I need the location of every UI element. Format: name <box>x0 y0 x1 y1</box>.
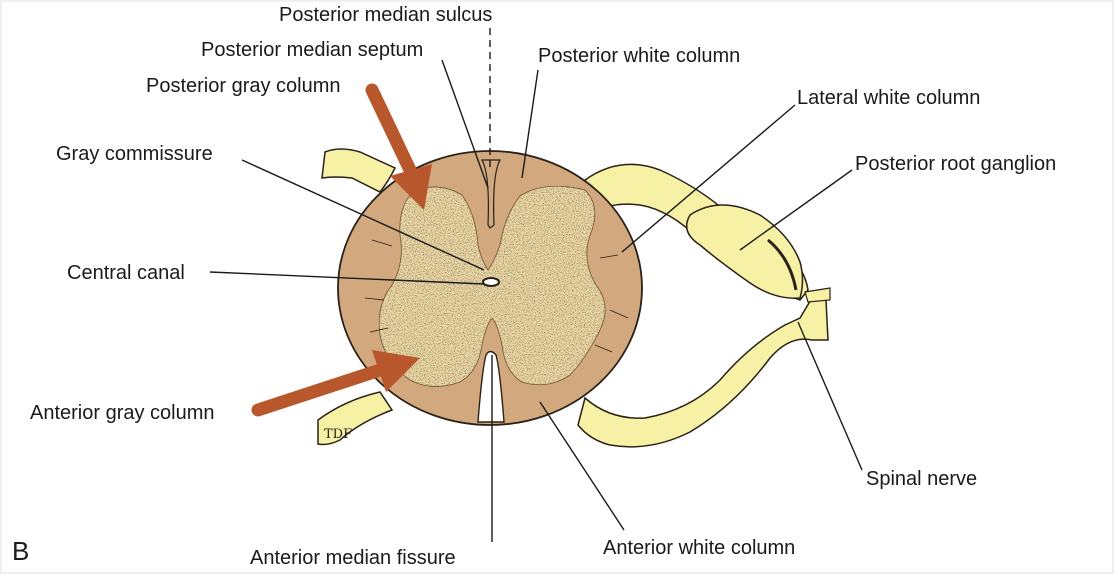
posterior-root-ganglion-shape <box>685 204 804 299</box>
leader-lines <box>209 28 863 542</box>
leader-lateral-white-column <box>621 104 796 253</box>
anterior-median-fissure-shape <box>477 350 505 423</box>
label-gray-commissure: Gray commissure <box>56 143 213 165</box>
leader-anterior-white-column <box>539 401 625 531</box>
label-spinal-nerve: Spinal nerve <box>866 468 977 490</box>
fibre-ticks <box>364 239 629 353</box>
arrow-anterior-gray-column <box>251 350 420 417</box>
panel-letter: B <box>12 536 30 566</box>
label-anterior-median-fissure: Anterior median fissure <box>250 547 456 569</box>
spinal-cord-section <box>337 150 643 426</box>
label-posterior-gray-column: Posterior gray column <box>146 75 341 97</box>
artist-mark: TDF <box>324 427 352 442</box>
leader-gray-commissure <box>241 159 485 271</box>
label-posterior-median-sulcus: Posterior median sulcus <box>279 4 492 26</box>
leader-spinal-nerve <box>797 321 863 471</box>
anterior-nerve-root: TDF <box>317 391 394 446</box>
posterior-median-septum-shape <box>481 159 501 229</box>
label-posterior-median-septum: Posterior median septum <box>201 39 423 61</box>
arrow-posterior-gray-column <box>365 83 432 210</box>
leader-posterior-root-ganglion <box>739 169 853 251</box>
label-central-canal: Central canal <box>67 262 185 284</box>
spinal-nerve-shape <box>577 287 831 448</box>
label-lateral-white-column: Lateral white column <box>797 87 980 109</box>
leader-posterior-median-septum <box>441 59 489 189</box>
label-anterior-gray-column: Anterior gray column <box>30 402 215 424</box>
labels: Posterior median sulcus Posterior median… <box>30 4 1056 569</box>
label-anterior-white-column: Anterior white column <box>603 537 795 559</box>
leader-central-canal <box>209 271 485 285</box>
label-posterior-white-column: Posterior white column <box>538 45 740 67</box>
leader-posterior-white-column <box>521 69 539 179</box>
label-posterior-root-ganglion: Posterior root ganglion <box>855 153 1056 175</box>
central-canal-shape <box>482 277 500 287</box>
